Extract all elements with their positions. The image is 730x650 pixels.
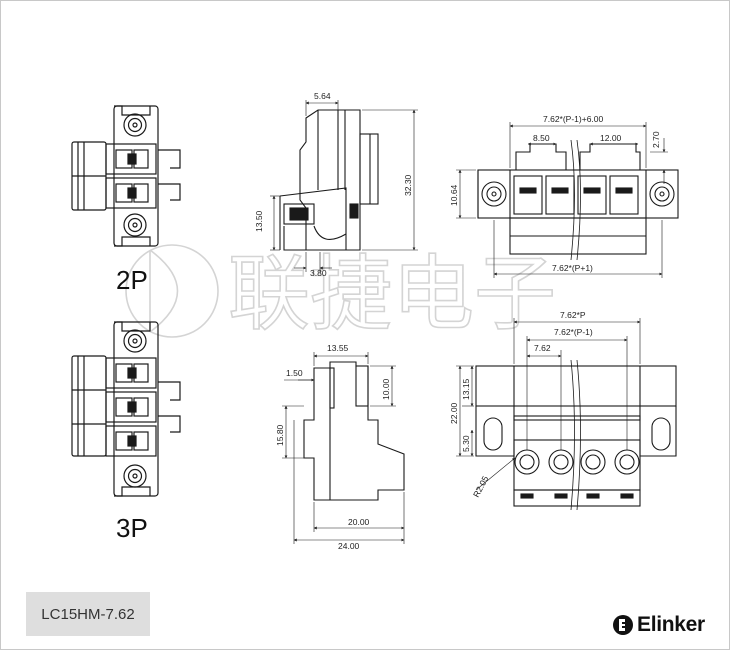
- watermark-text: 联捷电子: [228, 247, 556, 342]
- dim-24-00: 24.00: [338, 541, 360, 551]
- dim-13-50: 13.50: [254, 210, 264, 232]
- dim-10-00: 10.00: [381, 378, 391, 400]
- connector-3p-drawing: [71, 321, 181, 497]
- label-3p: 3P: [116, 513, 148, 543]
- bottom-view-drawing: [475, 359, 677, 511]
- brand-name: Elinker: [637, 613, 705, 636]
- dim-pitch: 7.62: [534, 343, 551, 353]
- dim-pitch-p: 7.62*P: [560, 310, 586, 320]
- dim-pitch-p-minus-1: 7.62*(P-1): [554, 327, 593, 337]
- elinker-logo-icon: [613, 615, 633, 635]
- side-view-dimensions: [282, 352, 405, 544]
- brand-logo: Elinker: [612, 612, 705, 638]
- dim-pitch-p-plus-1: 7.62*(P+1): [552, 263, 593, 273]
- dim-overall-width: 7.62*(P-1)+6.00: [543, 114, 604, 124]
- dim-32-30: 32.30: [403, 174, 413, 196]
- dim-22-00: 22.00: [449, 402, 459, 424]
- dim-12-00: 12.00: [600, 133, 622, 143]
- dim-1-50: 1.50: [286, 368, 303, 378]
- dim-13-15: 13.15: [461, 378, 471, 400]
- dim-3-80: 3.80: [310, 268, 327, 278]
- connector-2p-drawing: [71, 105, 181, 247]
- dim-8-50: 8.50: [533, 133, 550, 143]
- model-number-box: LC15HM-7.62: [26, 592, 150, 636]
- label-2p: 2P: [116, 265, 148, 295]
- dim-13-55: 13.55: [327, 343, 349, 353]
- front-view-drawing: [477, 139, 679, 261]
- dim-2-70: 2.70: [651, 131, 661, 148]
- dim-5-30: 5.30: [461, 435, 471, 452]
- front-view-dimensions: [456, 122, 668, 278]
- dim-r-2-05: R2.05: [471, 474, 491, 499]
- cross-section-drawing: [279, 109, 379, 251]
- cross-section-dimensions: [270, 100, 418, 272]
- bottom-view-dimensions: [456, 318, 641, 491]
- dim-15-80: 15.80: [275, 424, 285, 446]
- dim-5-64: 5.64: [314, 91, 331, 101]
- watermark: 联捷电子: [125, 244, 557, 343]
- dim-20-00: 20.00: [348, 517, 370, 527]
- dim-10-64: 10.64: [449, 184, 459, 206]
